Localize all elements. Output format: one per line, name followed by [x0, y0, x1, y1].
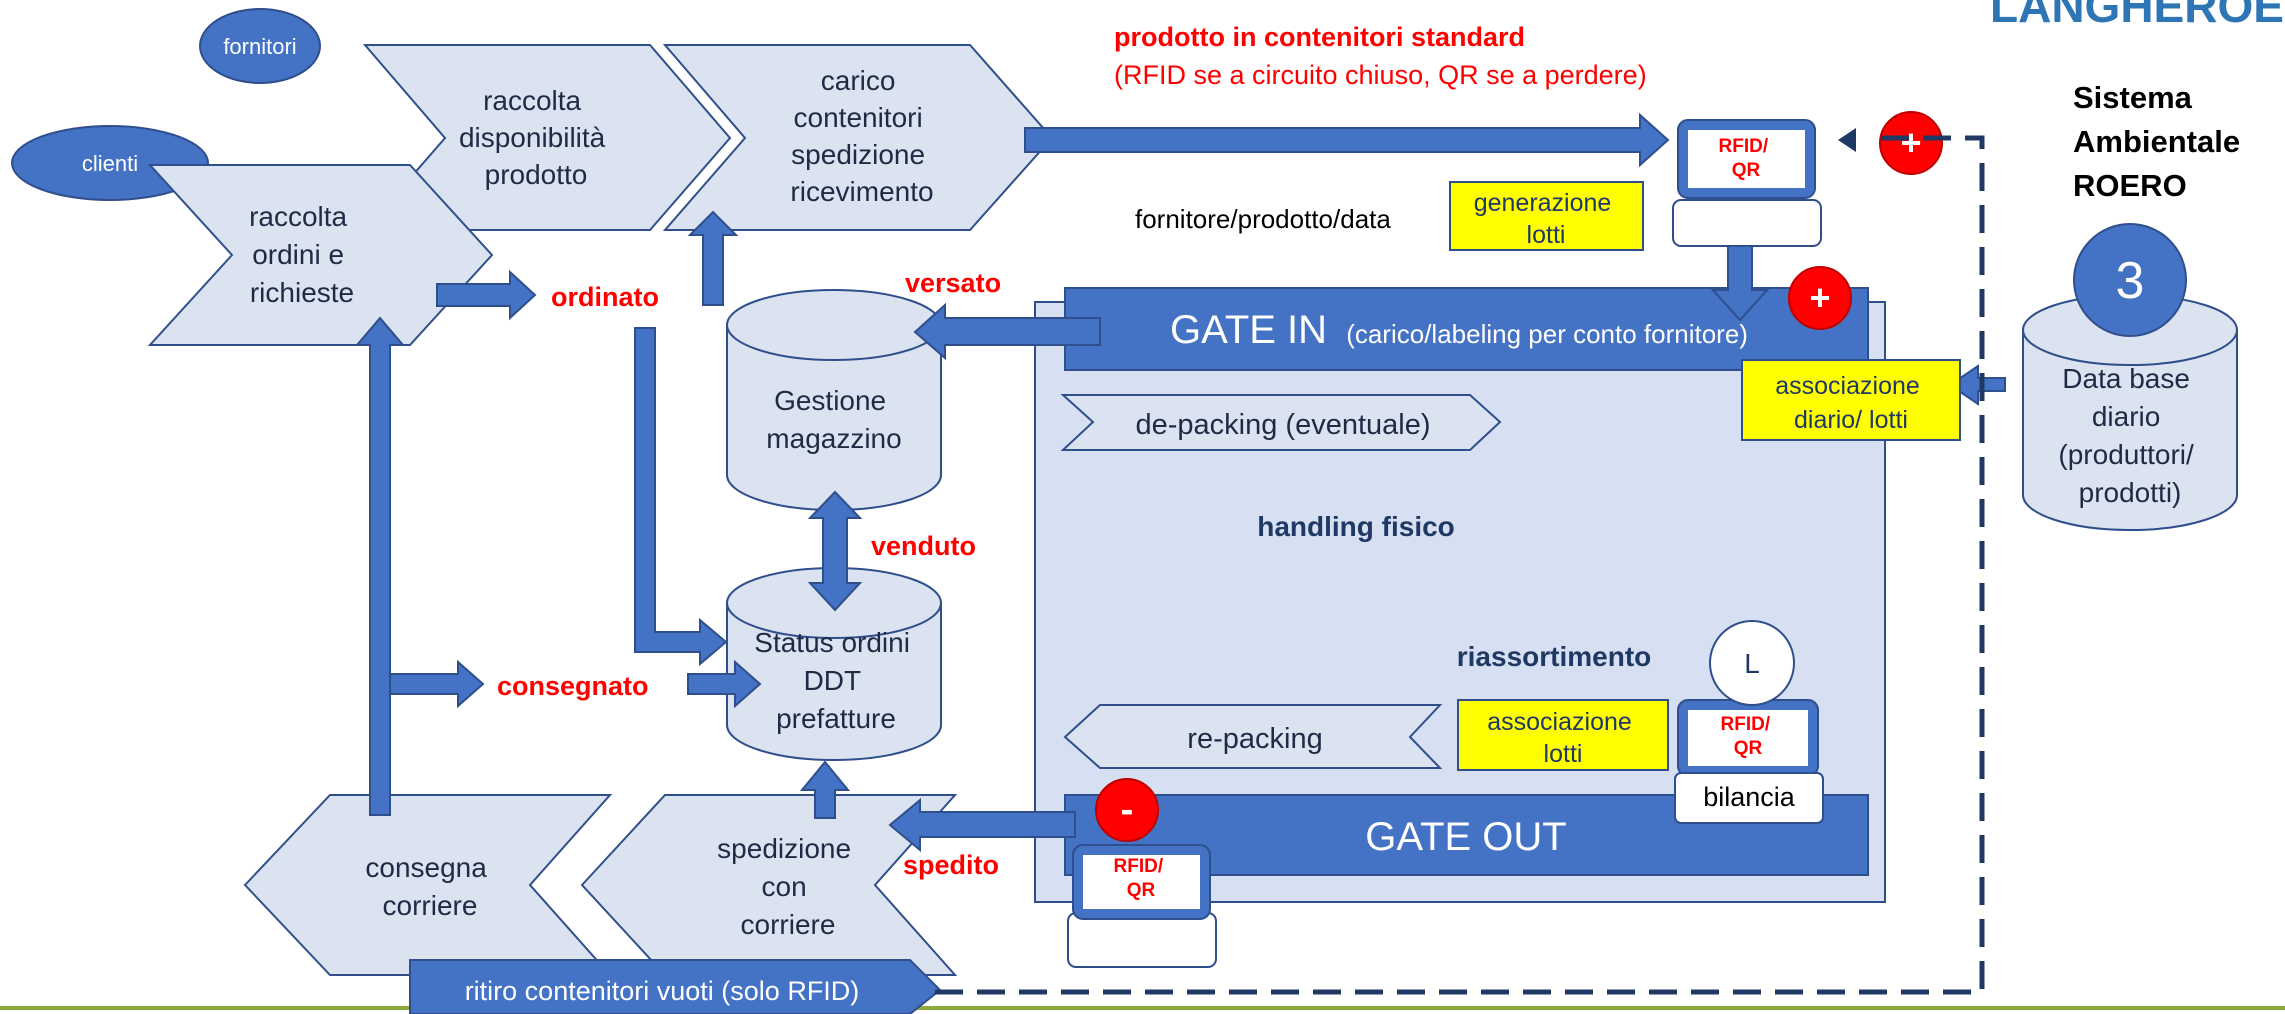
- logo-text: LANGHEROE: [1990, 0, 2284, 32]
- handling-label: handling fisico: [1257, 511, 1455, 542]
- arrow-gatein-to-magazzino: [913, 302, 1101, 361]
- plus-label-top: +: [1900, 122, 1921, 163]
- gate-out-label: GATE OUT: [1365, 815, 1566, 859]
- gate-in-label: GATE IN: [1170, 308, 1327, 352]
- consegna-corriere-shape: [243, 794, 613, 976]
- svg-text:GATE IN (carico/labeling p: GATE IN (carico/labeling per conto forni…: [1170, 308, 1748, 352]
- consegnato-label: consegnato: [497, 671, 649, 701]
- fornitori-ellipse: [199, 8, 321, 84]
- depacking-label: de-packing (eventuale): [1135, 409, 1430, 441]
- rfid-top-label: RFID/ QR: [1719, 136, 1774, 181]
- prodotto-title: prodotto in contenitori standard: [1114, 22, 1525, 52]
- arrow-to-rfid-top: [1024, 112, 1670, 168]
- scale-l-circle: [1709, 620, 1795, 706]
- consegna-corriere-label: consegna corriere: [365, 852, 494, 921]
- associazione-diario-label: associazione diario/ lotti: [1775, 372, 1926, 434]
- data-base-cylinder: [2022, 294, 2238, 531]
- arrow-ordinato-to-status: [634, 327, 728, 667]
- rfid-bottom-label: RFID/ QR: [1114, 856, 1169, 901]
- rfid-reader-middle: [1677, 699, 1819, 777]
- gestione-magazzino-cylinder: [726, 289, 942, 511]
- arrow-consegnato-to-status: [687, 659, 762, 709]
- status-ordini-label: Status ordini DDT prefatture: [754, 627, 917, 734]
- plus-badge-top: [1879, 111, 1943, 175]
- db-number-badge: [2073, 223, 2187, 337]
- gate-in-sublabel: (carico/labeling per conto fornitore): [1346, 319, 1748, 349]
- ordinato-label: ordinato: [551, 282, 659, 312]
- clienti-ellipse: [11, 125, 209, 201]
- venduto-label: venduto: [871, 531, 976, 561]
- fornitore-prodotto-data-label: fornitore/prodotto/data: [1135, 204, 1391, 234]
- minus-badge-gate-out: [1095, 778, 1159, 842]
- prodotto-subtitle: (RFID se a circuito chiuso, QR se a perd…: [1114, 60, 1647, 90]
- minus-label-gate-out: -: [1121, 789, 1134, 831]
- ritiro-contenitori-label: ritiro contenitori vuoti (solo RFID): [465, 976, 860, 1006]
- versato-label: versato: [905, 268, 1001, 298]
- fornitori-label: fornitori: [223, 34, 296, 59]
- arrow-database-to-associazione: [1948, 364, 2006, 406]
- carico-contenitori-shape: [662, 44, 1054, 231]
- block-arrows: [354, 112, 2006, 853]
- spedito-label: spedito: [903, 850, 999, 880]
- raccolta-disponibilita-shape: [362, 44, 732, 231]
- raccolta-ordini-label: raccolta ordini e richieste: [249, 201, 355, 308]
- associazione-diario-box: [1741, 359, 1961, 441]
- arrow-consegna-to-raccolta: [354, 316, 406, 816]
- db-number-label: 3: [2116, 252, 2145, 310]
- gestione-magazzino-label: Gestione magazzino: [766, 385, 901, 454]
- sistema-ambientale-label: Sistema Ambientale ROERO: [2073, 80, 2249, 203]
- arrow-to-ordinato: [436, 269, 537, 321]
- arrow-venduto-bidirectional: [807, 490, 863, 612]
- repacking-label: re-packing: [1187, 723, 1322, 755]
- dashed-loop-arrowhead: [1838, 128, 1856, 152]
- rfid-reader-bottom: [1067, 844, 1217, 968]
- plus-badge-gate-in: [1788, 266, 1852, 330]
- scale-l-label: L: [1744, 648, 1760, 679]
- arrow-magazzino-to-carico: [687, 210, 739, 306]
- bilancia-label: bilancia: [1703, 782, 1796, 812]
- arrow-spedizione-to-status: [799, 760, 851, 819]
- depacking-shape: [1060, 394, 1502, 451]
- riassortimento-label: riassortimento: [1457, 641, 1652, 672]
- dashed-return-loop: [935, 135, 1985, 995]
- bilancia-box: [1674, 772, 1824, 824]
- rfid-reader-top: [1672, 119, 1822, 247]
- generazione-lotti-label: generazione lotti: [1474, 189, 1619, 249]
- associazione-lotti-box: [1457, 699, 1669, 771]
- rfid-middle-label: RFID/ QR: [1721, 714, 1776, 759]
- generazione-lotti-box: [1449, 181, 1644, 251]
- associazione-lotti-label: associazione lotti: [1487, 708, 1638, 768]
- ritiro-contenitori-shape: [409, 959, 942, 1014]
- raccolta-disponibilita-label: raccolta disponibilità prodotto: [459, 85, 613, 190]
- plus-label-gate-in: +: [1809, 277, 1830, 318]
- spedizione-corriere-label: spedizione con corriere: [717, 833, 859, 940]
- data-base-label: Data base diario (produttori/ prodotti): [2058, 363, 2201, 508]
- raccolta-ordini-shape: [147, 164, 494, 346]
- carico-contenitori-label: carico contenitori spedizione riceviment…: [790, 65, 933, 207]
- arrow-gateout-to-spedito: [888, 797, 1076, 853]
- repacking-shape: [1063, 704, 1443, 769]
- clienti-label: clienti: [82, 151, 138, 176]
- arrow-to-consegnato: [389, 659, 485, 709]
